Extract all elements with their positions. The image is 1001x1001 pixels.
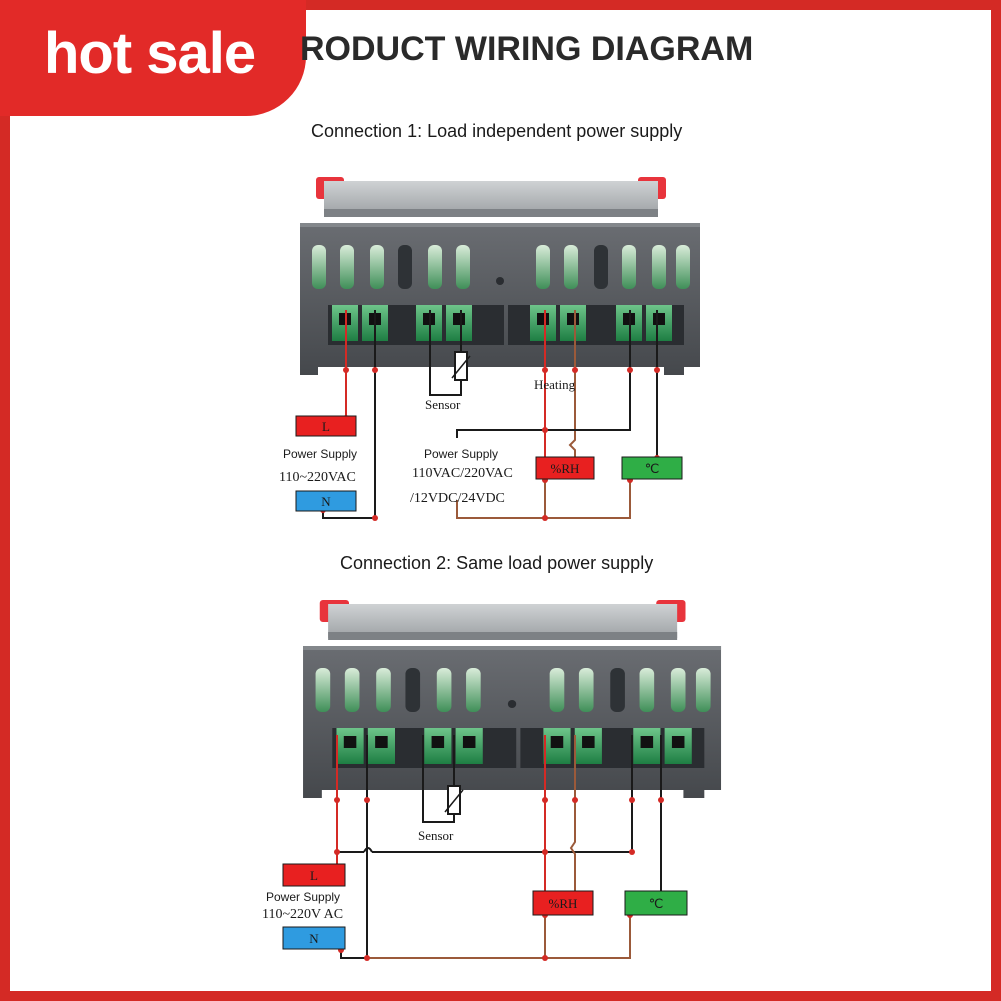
power-supply-label-2: Power Supply — [266, 890, 340, 904]
sensor-label-1: Sensor — [425, 397, 461, 412]
sensor-symbol-2 — [444, 785, 464, 815]
N-label-1: N — [321, 494, 331, 509]
load-voltage-line-1: 110VAC/220VAC — [412, 466, 513, 481]
load-voltage-line-2: /12VDC/24VDC — [410, 491, 505, 506]
load-power-supply-label: Power Supply — [424, 447, 498, 461]
temp-label-2: ℃ — [649, 896, 664, 911]
L-label-1: L — [322, 419, 330, 434]
controller-device-1 — [300, 177, 700, 375]
temp-label-1: ℃ — [645, 461, 660, 476]
sensor-label-2: Sensor — [418, 828, 454, 843]
rh-label-1: %RH — [551, 461, 580, 476]
controller-device-2 — [303, 600, 722, 798]
N-terminal-box-2 — [282, 926, 346, 950]
power-supply-label-1: Power Supply — [283, 447, 357, 461]
L-terminal-box-2 — [282, 863, 346, 887]
N-terminal-box-1 — [295, 490, 357, 512]
temp-output-box-1 — [621, 456, 683, 480]
connection-1-caption: Connection 1: Load independent power sup… — [311, 121, 683, 141]
rh-label-2: %RH — [549, 896, 578, 911]
connection-2-caption: Connection 2: Same load power supply — [340, 553, 654, 573]
power-range-label-2: 110~220V AC — [262, 907, 343, 922]
L-terminal-box-1 — [295, 415, 357, 437]
wire-junction-dots-2 — [334, 797, 664, 961]
L-label-2: L — [310, 868, 318, 883]
rh-output-box-1 — [535, 456, 595, 480]
heating-label: Heating — [534, 377, 576, 392]
sensor-symbol-1 — [451, 351, 471, 381]
N-label-2: N — [309, 931, 319, 946]
diagram-title: RODUCT WIRING DIAGRAM — [300, 30, 754, 68]
power-range-label-1: 110~220VAC — [279, 470, 356, 485]
rh-output-box-2 — [532, 890, 594, 916]
hot-sale-text: hot sale — [44, 21, 256, 86]
hot-sale-badge: hot sale — [0, 0, 306, 116]
temp-output-box-2 — [624, 890, 688, 916]
